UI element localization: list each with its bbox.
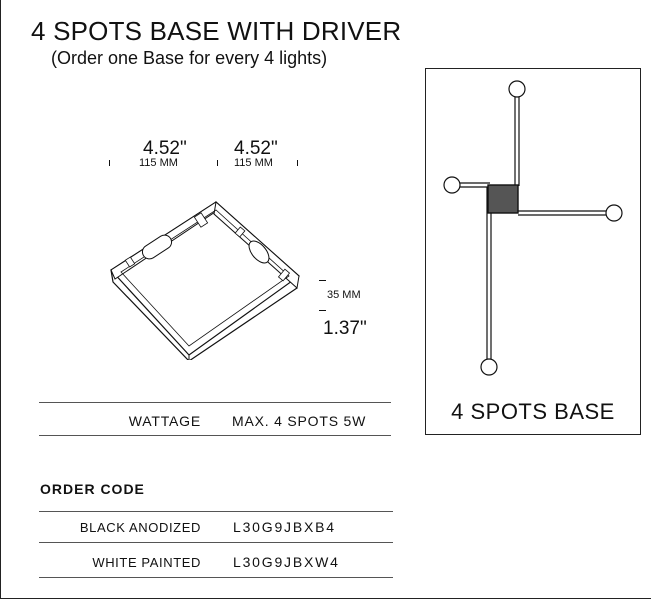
order-code-black: L30G9JBXB4 — [233, 519, 336, 535]
order-rule-middle — [39, 542, 393, 543]
page-title: 4 SPOTS BASE WITH DRIVER — [31, 16, 402, 46]
order-code-heading: ORDER CODE — [40, 481, 145, 497]
base-wiring-diagram — [443, 80, 623, 376]
base-diagram-label: 4 SPOTS BASE — [451, 399, 615, 424]
height-tick-bottom — [319, 310, 326, 311]
base-diagram-panel: 4 SPOTS BASE — [425, 68, 641, 435]
spec-rule-bottom — [39, 435, 391, 436]
width-left-mm: 115 MM — [139, 157, 178, 169]
dimension-tick-right — [297, 160, 298, 166]
width-right-inches: 4.52" — [234, 138, 278, 159]
width-left-inches: 4.52" — [143, 138, 187, 159]
height-inches: 1.37" — [323, 318, 367, 339]
order-finish-black: BLACK ANODIZED — [79, 520, 201, 535]
order-code-white: L30G9JBXW4 — [233, 554, 340, 570]
spec-rule-top — [39, 402, 391, 403]
order-rule-bottom — [39, 577, 393, 578]
height-tick-top — [319, 280, 326, 281]
order-rule-top — [39, 511, 393, 512]
width-right-mm: 115 MM — [234, 157, 273, 169]
wattage-value: MAX. 4 SPOTS 5W — [232, 413, 367, 429]
page-subtitle: (Order one Base for every 4 lights) — [51, 48, 328, 68]
dimension-tick-left — [109, 160, 110, 166]
wattage-label: WATTAGE — [128, 413, 201, 429]
dimension-tick-middle — [217, 160, 218, 166]
order-finish-white: WHITE PAINTED — [92, 555, 201, 570]
height-mm: 35 MM — [327, 289, 361, 301]
driver-box-drawing — [110, 201, 300, 360]
